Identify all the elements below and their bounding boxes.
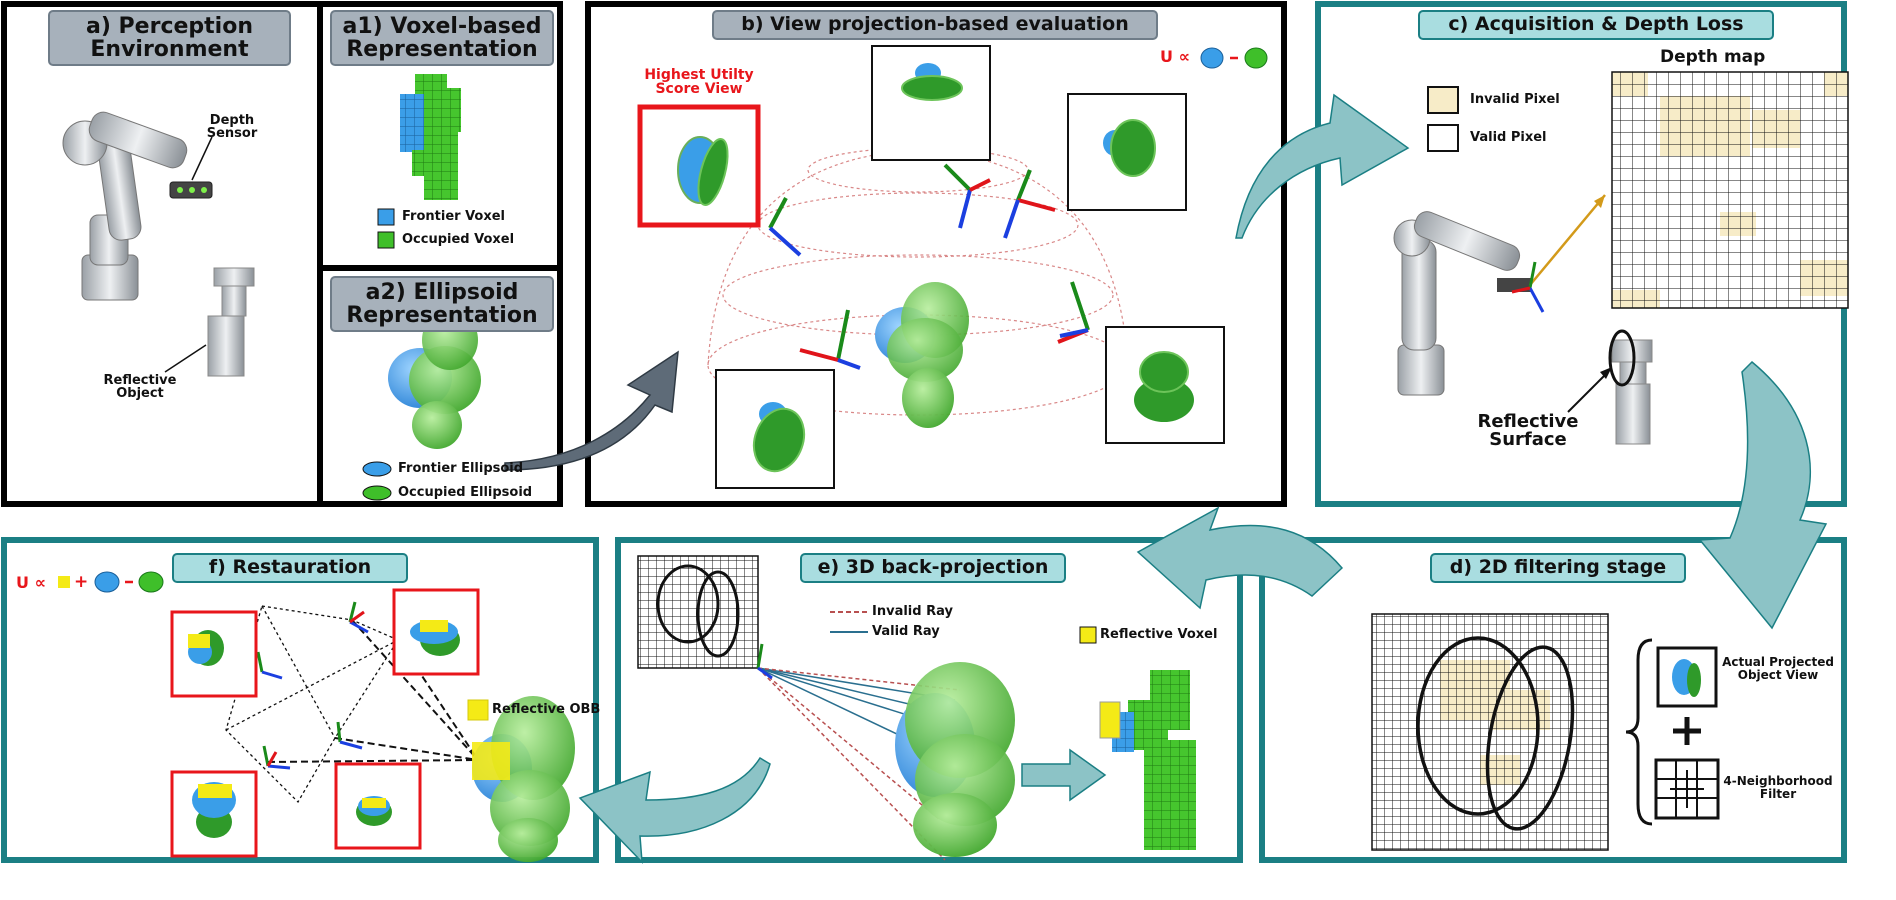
invalid-pixel-label: Invalid Pixel xyxy=(1470,92,1560,107)
panel-a2-title: a2) Ellipsoid Representation xyxy=(330,276,554,332)
robot-arm-a xyxy=(62,111,213,301)
reflective-voxel-label: Reflective Voxel xyxy=(1100,627,1218,642)
panel-c-title: c) Acquisition & Depth Loss xyxy=(1418,10,1774,40)
frontier-ellipsoid-label: Frontier Ellipsoid xyxy=(398,461,524,476)
utility-formula-f: U ∝ xyxy=(16,573,46,592)
arrow-b-to-c xyxy=(1235,93,1410,239)
reflective-object-label: Reflective Object xyxy=(103,373,177,401)
view-inset-right xyxy=(1067,93,1187,211)
voxel-figure-a1 xyxy=(400,74,461,200)
reflective-object-a xyxy=(164,267,255,377)
filter-brace-d xyxy=(1625,638,1720,826)
panel-e-title: e) 3D back-projection xyxy=(800,553,1066,583)
highest-utility-label: Highest Utilty Score View xyxy=(644,67,754,97)
depth-sensor-label: Depth Sensor xyxy=(206,113,258,141)
reflective-surface-label: Reflective Surface xyxy=(1477,411,1579,450)
depth-map-grid xyxy=(1611,71,1849,309)
reflective-obb-swatch xyxy=(467,699,489,721)
view-inset-bottom-left xyxy=(715,369,835,489)
formula-symbols-f xyxy=(58,571,164,593)
a2-legend-swatches xyxy=(362,461,392,501)
panel-a-title: a) Perception Environment xyxy=(48,10,291,66)
valid-ray-label: Valid Ray xyxy=(872,624,940,639)
a1-legend-swatches xyxy=(377,208,395,249)
valid-pixel-label: Valid Pixel xyxy=(1470,130,1547,145)
pose-arrows-f xyxy=(256,601,369,770)
panel-d-title: d) 2D filtering stage xyxy=(1430,553,1686,583)
e-legend-lines xyxy=(830,611,868,633)
neighborhood-filter-label: 4-Neighborhood Filter xyxy=(1723,774,1833,801)
arrow-e-to-f xyxy=(578,756,771,865)
projected-view-label: Actual Projected Object View xyxy=(1722,655,1834,682)
view-inset-bottom-right xyxy=(1105,326,1225,444)
highest-utility-view-box xyxy=(637,104,761,228)
plus-sign-f: + xyxy=(74,572,89,592)
view-pose-arrows xyxy=(768,163,1090,370)
reflective-object-c xyxy=(1567,329,1653,445)
depth-map-label: Depth map xyxy=(1660,47,1766,67)
occupied-voxel-label: Occupied Voxel xyxy=(402,232,515,247)
robot-arm-c xyxy=(1393,194,1606,396)
voxel-figure-e xyxy=(1099,670,1196,850)
restored-view-boxes xyxy=(170,588,480,858)
invalid-ray-label: Invalid Ray xyxy=(872,604,953,619)
panel-f-title: f) Restauration xyxy=(172,553,408,583)
c-legend-swatches xyxy=(1427,86,1459,152)
panel-b-title: b) View projection-based evaluation xyxy=(712,10,1158,40)
formula-symbols-b xyxy=(1200,47,1268,69)
reflective-obb-label: Reflective OBB xyxy=(492,702,601,717)
panel-a1-title: a1) Voxel-based Representation xyxy=(330,10,554,66)
occupied-ellipsoid-label: Occupied Ellipsoid xyxy=(398,485,533,500)
filter-grid-d xyxy=(1371,613,1609,851)
object-ellipsoids-b xyxy=(875,282,969,428)
arrow-a-to-b xyxy=(504,350,679,471)
image-plane-e xyxy=(637,555,759,669)
arrow-c-to-d xyxy=(1698,360,1828,630)
arrow-e-inner xyxy=(1021,748,1107,802)
frontier-voxel-label: Frontier Voxel xyxy=(402,209,506,224)
object-ellipsoids-f xyxy=(472,696,575,862)
reflective-voxel-swatch xyxy=(1079,626,1097,644)
utility-formula-b: U ∝ xyxy=(1160,47,1190,66)
object-ellipsoids-e xyxy=(895,662,1015,857)
arrow-d-to-e xyxy=(1136,506,1344,610)
view-inset-top xyxy=(871,45,991,161)
